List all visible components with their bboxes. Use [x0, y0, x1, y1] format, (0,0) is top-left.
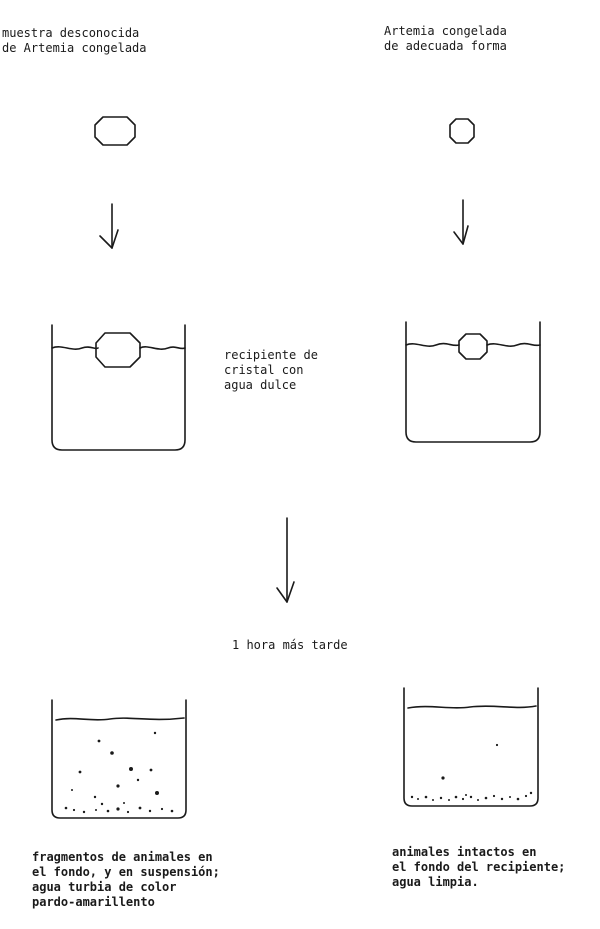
- water-surface-left-bottom: [55, 717, 185, 721]
- beaker-left-bottom: [51, 699, 187, 819]
- beaker-left-top: [51, 324, 186, 451]
- floating-block-right: [458, 333, 488, 360]
- beaker-right-top: [405, 321, 541, 443]
- beaker-right-bottom: [403, 687, 539, 807]
- water-surface-left: [51, 346, 186, 350]
- frozen-block-right: [449, 118, 475, 144]
- water-surface-right: [405, 342, 541, 347]
- label-container: recipiente de cristal con agua dulce: [224, 348, 318, 392]
- label-proper-sample: Artemia congelada de adecuada forma: [384, 24, 507, 53]
- arrow-center: [276, 517, 295, 603]
- floating-block-left: [95, 332, 141, 368]
- label-time-later: 1 hora más tarde: [232, 638, 348, 652]
- label-unknown-sample: muestra desconocida de Artemia congelada: [2, 26, 147, 55]
- frozen-block-left: [94, 116, 136, 146]
- label-result-bad: fragmentos de animales en el fondo, y en…: [32, 850, 220, 909]
- intact-animals-bottom: [410, 743, 533, 801]
- arrow-left-top: [99, 203, 119, 249]
- label-result-good: animales intactos en el fondo del recipi…: [392, 845, 566, 889]
- fragments-suspension: [64, 731, 174, 814]
- water-surface-right-bottom: [407, 705, 537, 709]
- arrow-right-top: [453, 199, 469, 245]
